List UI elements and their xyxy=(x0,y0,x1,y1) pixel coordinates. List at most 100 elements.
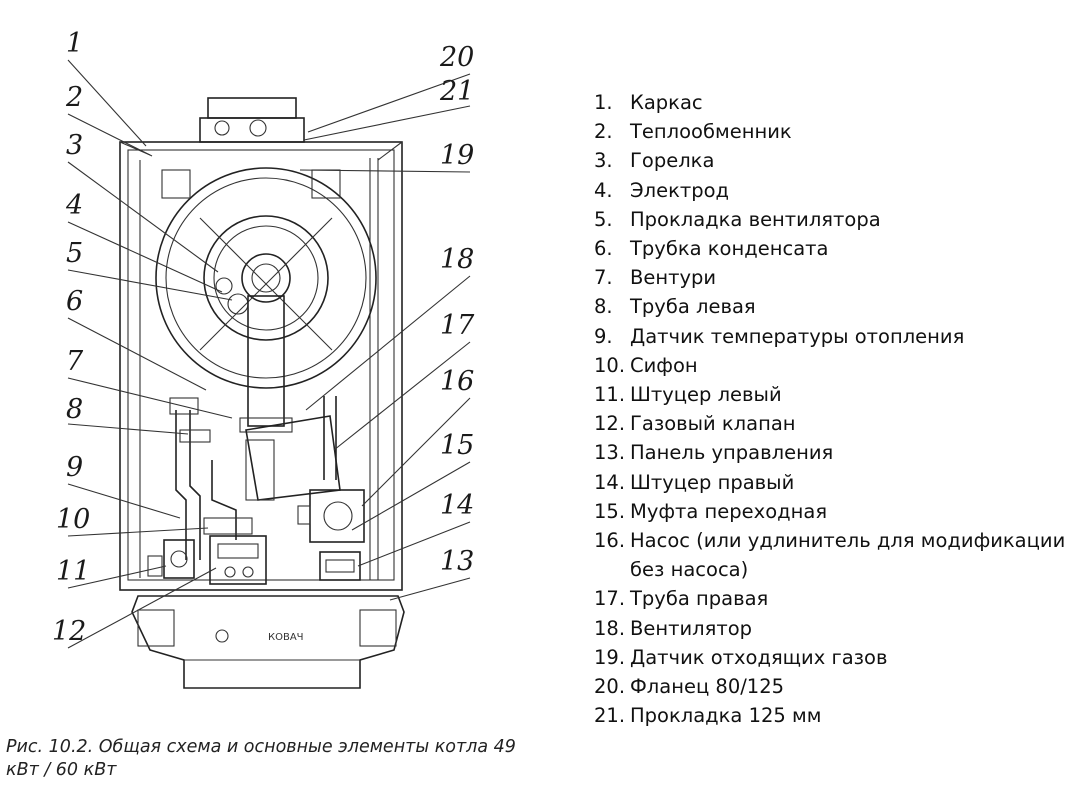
part-label: Панель управления xyxy=(630,441,834,465)
callout-2: 2 xyxy=(65,82,83,113)
callout-15: 15 xyxy=(440,430,474,461)
callout-17: 17 xyxy=(440,310,475,341)
parts-list-item: 8. Труба левая xyxy=(594,292,1070,321)
part-number: 10. xyxy=(594,353,626,377)
parts-list-item: 6. Трубка конденсата xyxy=(594,234,1070,263)
part-label: Фланец 80/125 xyxy=(630,675,785,699)
part-number: 16. xyxy=(594,529,626,553)
callout-14: 14 xyxy=(440,490,474,521)
callout-20: 20 xyxy=(439,42,474,73)
parts-list-item: 7. Вентури xyxy=(594,263,1070,292)
part-number: 11. xyxy=(594,383,626,407)
part-label: Муфта переходная xyxy=(630,499,828,523)
parts-list-item: 1. Каркас xyxy=(594,88,1070,117)
control-panel: КОВАЧ xyxy=(131,595,405,689)
callout-7: 7 xyxy=(66,346,84,377)
part-label: Каркас xyxy=(630,91,703,114)
part-label: Прокладка 125 мм xyxy=(630,704,822,728)
siphon xyxy=(203,460,253,540)
part-number: 18. xyxy=(594,616,626,640)
parts-list-item: 19.Датчик отходящих газов xyxy=(594,643,1070,672)
part-label: Горелка xyxy=(630,149,715,173)
boiler-diagram: КОВАЧ 1 2 3 4 5 6 7 8 9 10 11 xyxy=(52,28,475,689)
callout-9: 9 xyxy=(66,452,83,483)
part-number: 19. xyxy=(594,645,626,669)
callout-10: 10 xyxy=(56,504,90,535)
parts-list-item: 3. Горелка xyxy=(594,146,1070,175)
callout-numbers: 1 2 3 4 5 6 7 8 9 10 11 12 13 14 15 16 1… xyxy=(52,28,475,647)
callout-3: 3 xyxy=(66,130,83,161)
part-number: 12. xyxy=(594,412,626,436)
callout-13: 13 xyxy=(440,546,474,577)
part-number: 13. xyxy=(594,441,626,465)
right-pipe xyxy=(323,396,337,480)
callout-12: 12 xyxy=(52,616,86,647)
callout-11: 11 xyxy=(56,556,90,587)
parts-list-item: 15.Муфта переходная xyxy=(594,497,1070,526)
part-number: 2. xyxy=(594,120,613,144)
callout-8: 8 xyxy=(66,394,83,425)
parts-list-item: 2. Теплообменник xyxy=(594,117,1070,146)
parts-list-item: 13.Панель управления xyxy=(594,438,1070,467)
parts-list-item: 16.Насос (или удлинитель для модификации… xyxy=(594,526,1070,584)
parts-list-item: 4. Электрод xyxy=(594,176,1070,205)
part-number: 14. xyxy=(594,470,626,494)
fan-body xyxy=(245,415,341,501)
parts-list-item: 5. Прокладка вентилятора xyxy=(594,205,1070,234)
gas-valve xyxy=(209,535,267,585)
part-label: Труба левая xyxy=(630,295,756,319)
casing xyxy=(119,141,403,591)
part-label: Датчик температуры отопления xyxy=(630,324,965,348)
right-fittings xyxy=(319,551,361,581)
part-number: 9. xyxy=(594,324,613,348)
callout-1: 1 xyxy=(66,28,83,59)
parts-list-item: 12.Газовый клапан xyxy=(594,409,1070,438)
callout-19: 19 xyxy=(440,140,474,171)
panel-brand-text: КОВАЧ xyxy=(268,632,304,643)
part-number: 8. xyxy=(594,295,613,319)
part-number: 5. xyxy=(594,207,613,231)
part-number: 17. xyxy=(594,587,626,611)
part-number: 6. xyxy=(594,237,613,261)
part-number: 4. xyxy=(594,178,613,202)
parts-list-item: 18.Вентилятор xyxy=(594,614,1070,643)
leader-lines xyxy=(67,59,471,649)
part-label: Штуцер правый xyxy=(630,470,795,494)
left-pipe xyxy=(169,397,211,560)
parts-list-item: 9. Датчик температуры отопления xyxy=(594,322,1070,351)
part-label: Теплообменник xyxy=(630,120,792,144)
figure-caption: Рис. 10.2. Общая схема и основные элемен… xyxy=(6,737,516,780)
part-label: Датчик отходящих газов xyxy=(630,645,888,669)
part-number: 21. xyxy=(594,704,626,728)
part-label: Насос (или удлинитель для модификации бе… xyxy=(630,529,1066,582)
parts-list-item: 17.Труба правая xyxy=(594,584,1070,613)
left-fittings xyxy=(147,539,195,579)
part-number: 20. xyxy=(594,675,626,699)
part-label: Труба правая xyxy=(630,587,769,611)
pump xyxy=(297,489,365,543)
part-label: Вентури xyxy=(630,266,717,290)
parts-list-item: 20.Фланец 80/125 xyxy=(594,672,1070,701)
parts-list-item: 14.Штуцер правый xyxy=(594,468,1070,497)
part-label: Трубка конденсата xyxy=(630,237,829,261)
part-label: Штуцер левый xyxy=(630,383,782,407)
part-label: Вентилятор xyxy=(630,616,753,640)
callout-21: 21 xyxy=(439,76,474,107)
part-number: 15. xyxy=(594,499,626,523)
part-label: Электрод xyxy=(630,178,730,202)
parts-list-item: 11.Штуцер левый xyxy=(594,380,1070,409)
callout-16: 16 xyxy=(440,366,474,397)
part-label: Прокладка вентилятора xyxy=(630,207,881,231)
part-label: Газовый клапан xyxy=(630,412,796,436)
part-number: 7. xyxy=(594,266,613,290)
parts-list: 1. Каркас 2. Теплообменник 3. Горелка 4. Эле… xyxy=(594,88,1070,730)
callout-4: 4 xyxy=(65,190,83,221)
callout-18: 18 xyxy=(440,244,474,275)
parts-list-item: 10.Сифон xyxy=(594,351,1070,380)
parts-list-item: 21.Прокладка 125 мм xyxy=(594,701,1070,730)
callout-5: 5 xyxy=(66,238,83,269)
part-number: 3. xyxy=(594,149,613,173)
callout-6: 6 xyxy=(66,286,83,317)
part-label: Сифон xyxy=(630,353,698,377)
part-number: 1. xyxy=(594,91,613,114)
